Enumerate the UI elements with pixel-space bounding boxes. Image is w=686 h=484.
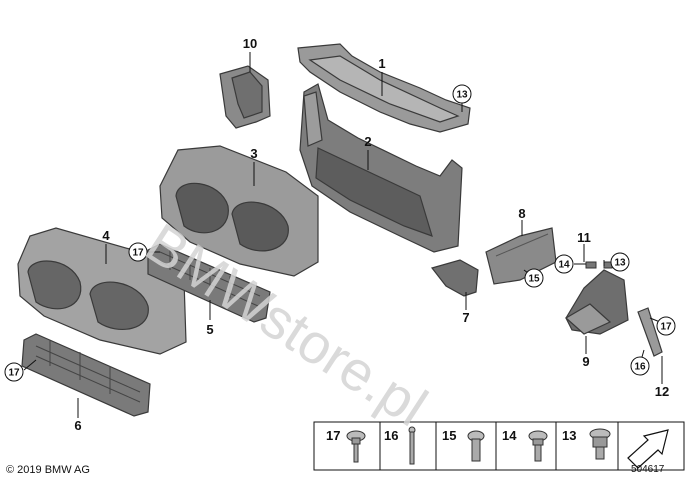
nut-13-icon bbox=[589, 428, 611, 460]
svg-text:14: 14 bbox=[558, 260, 570, 271]
part-1-upper-carrier bbox=[297, 43, 471, 133]
part-4-air-guide-front bbox=[17, 227, 187, 355]
circled-callout-15: 15 bbox=[524, 268, 544, 288]
callout-6: 6 bbox=[74, 418, 81, 433]
callout-4: 4 bbox=[102, 228, 110, 243]
leader-lines bbox=[23, 52, 663, 418]
pin-16-icon bbox=[408, 426, 416, 465]
part-7-bracket bbox=[430, 259, 479, 297]
callout-7: 7 bbox=[462, 310, 469, 325]
svg-text:13: 13 bbox=[614, 258, 626, 269]
part-12-bracket bbox=[637, 307, 663, 357]
legend-item-17: 17 bbox=[326, 428, 340, 443]
legend-item-13: 13 bbox=[562, 428, 576, 443]
svg-text:17: 17 bbox=[8, 368, 20, 379]
callout-2: 2 bbox=[364, 134, 371, 149]
callout-8: 8 bbox=[518, 206, 525, 221]
callout-9: 9 bbox=[582, 354, 589, 369]
arrow-icon bbox=[627, 429, 669, 469]
circled-callout-14: 14 bbox=[554, 254, 574, 274]
legend-item-16: 16 bbox=[384, 428, 398, 443]
callout-12: 12 bbox=[655, 384, 669, 399]
callout-5: 5 bbox=[206, 322, 213, 337]
svg-text:17: 17 bbox=[132, 248, 144, 259]
legend-item-15: 15 bbox=[442, 428, 456, 443]
callout-11: 11 bbox=[577, 230, 591, 245]
svg-text:16: 16 bbox=[634, 362, 646, 373]
screw-17-icon bbox=[346, 430, 366, 463]
fastener-legend: 17 16 15 14 13 bbox=[313, 421, 685, 471]
part-3-air-guide-rear bbox=[159, 145, 319, 277]
callout-3: 3 bbox=[250, 146, 257, 161]
svg-text:13: 13 bbox=[456, 90, 468, 101]
copyright-text: © 2019 BMW AG bbox=[6, 464, 90, 476]
circled-callout-17-left: 17 bbox=[4, 362, 24, 382]
svg-text:17: 17 bbox=[660, 322, 672, 333]
part-8-side-duct bbox=[485, 227, 557, 285]
circled-callout-16: 16 bbox=[630, 356, 650, 376]
diagram-id: 504617 bbox=[631, 464, 665, 475]
circled-callout-17-right: 17 bbox=[656, 316, 676, 336]
part-9-lower-duct bbox=[564, 269, 629, 335]
part-2-frame bbox=[299, 83, 463, 253]
circled-callout-17-mid: 17 bbox=[128, 242, 148, 262]
part-6-lower-grille bbox=[21, 333, 151, 417]
part-10-air-duct bbox=[219, 65, 271, 129]
callout-10: 10 bbox=[243, 36, 257, 51]
part-5-grille-frame bbox=[147, 243, 271, 323]
screw-14-icon bbox=[528, 430, 548, 462]
screw-15-icon bbox=[467, 430, 485, 462]
callout-1: 1 bbox=[378, 56, 385, 71]
circled-callout-13-top: 13 bbox=[452, 84, 472, 104]
legend-item-14: 14 bbox=[502, 428, 517, 443]
circled-callout-13-right: 13 bbox=[610, 252, 630, 272]
small-screws bbox=[585, 261, 613, 269]
svg-text:15: 15 bbox=[528, 274, 540, 285]
